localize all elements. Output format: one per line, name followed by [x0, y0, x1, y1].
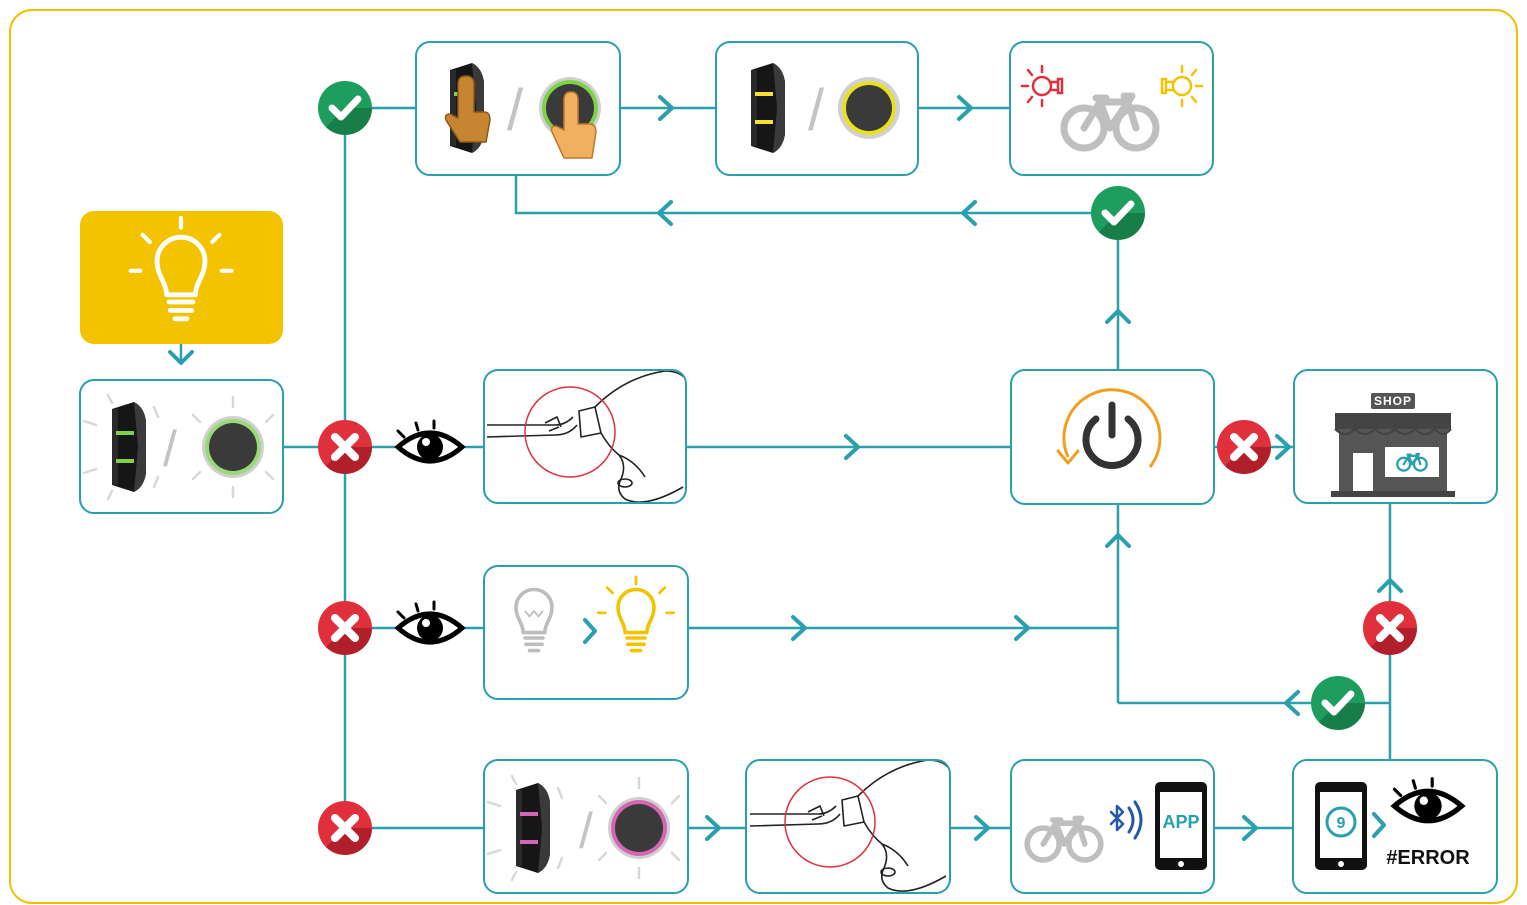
connector-lines [283, 106, 1392, 830]
arrow-up [1105, 309, 1131, 324]
step-box-check-connector-2 [745, 759, 951, 894]
arrow-right [1242, 815, 1258, 841]
rear-light-icon [1020, 64, 1064, 108]
check-badge-icon [1091, 186, 1145, 240]
cross-badge-icon [318, 601, 372, 655]
arrow-down [168, 350, 194, 365]
arrow-up [1105, 533, 1131, 548]
remote-pink-icon [597, 776, 681, 880]
flow-arrows [168, 95, 1403, 841]
remote-press-icon [539, 77, 601, 159]
arrow-right [705, 815, 721, 841]
arrow-right [1014, 615, 1030, 641]
front-light-icon [1160, 64, 1204, 108]
bluetooth-icon [1109, 800, 1143, 840]
display-unit-press-icon [444, 63, 491, 153]
arrow-left [657, 200, 673, 226]
cross-badge-icon [318, 801, 372, 855]
bike-lights-on-icon [1020, 64, 1204, 148]
error-tag: #ERROR [1386, 847, 1470, 869]
arrow-right [974, 815, 990, 841]
step-box-bike-lights-on [1009, 41, 1214, 176]
smartphone-icon [1155, 782, 1207, 870]
shop-sign-label: SHOP [1374, 394, 1412, 408]
bulb-on-icon [596, 575, 676, 653]
remote-ring-icon [191, 395, 275, 499]
slash-separator: / [163, 421, 177, 477]
error-code-value: 9 [1337, 815, 1346, 832]
arrow-right [1372, 812, 1386, 838]
check-badge-icon [1311, 676, 1365, 730]
arrow-left [961, 200, 977, 226]
display-unit-icon [82, 393, 160, 501]
display-unit-yellow-icon [751, 63, 785, 153]
power-restart-icon [1056, 388, 1162, 469]
eye-icon [398, 602, 462, 642]
app-connect-icon: APP [1027, 782, 1207, 870]
slash-separator: / [808, 78, 825, 143]
bike-shop-icon: SHOP [1330, 392, 1456, 498]
eye-icon [398, 421, 462, 461]
arrow-right [583, 618, 597, 644]
lightbulb-icon [128, 215, 234, 319]
outer-frame [9, 9, 1518, 904]
cross-badge-icon [318, 420, 372, 474]
bulb-off-icon [514, 587, 554, 653]
error-code-icon: 9 #ERROR [1315, 779, 1470, 870]
step-box-bulb-check [483, 565, 689, 700]
app-label: APP [1162, 812, 1199, 832]
cross-badge-icon [1363, 601, 1417, 655]
arrow-left [1284, 690, 1300, 716]
arrow-right [791, 615, 807, 641]
arrow-right [844, 434, 860, 460]
smartphone-icon [1315, 782, 1367, 870]
connector-closeup-icon [486, 371, 685, 502]
cross-badge-icon [1217, 420, 1271, 474]
arrow-right [957, 95, 973, 121]
connector-closeup-icon [749, 761, 949, 892]
slash-separator: / [507, 78, 524, 143]
display-unit-pink-icon [486, 774, 564, 882]
arrow-up [1377, 578, 1403, 593]
check-badge-icon [318, 81, 372, 135]
arrow-right [658, 95, 674, 121]
remote-yellow-icon [838, 77, 900, 139]
start-node [80, 211, 283, 344]
arrow-right [1275, 434, 1291, 460]
slash-separator: / [579, 803, 593, 859]
